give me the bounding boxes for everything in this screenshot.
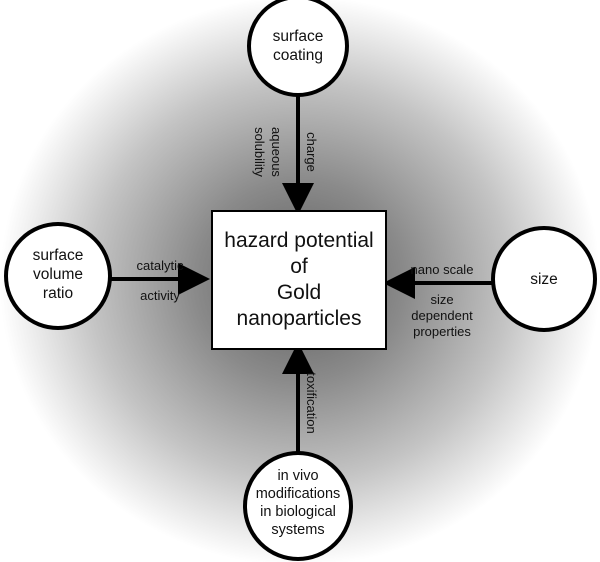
node-bottom <box>243 451 353 561</box>
edge-left-label-activity: activity <box>140 288 180 303</box>
edge-top-label-charge: charge <box>304 132 319 172</box>
center-label-line: nanoparticles <box>236 307 362 330</box>
edge-top-label-aqueous: aqueous <box>269 127 284 177</box>
center-label-line: hazard potential <box>224 229 374 252</box>
node-bottom-label-line: in biological <box>260 504 336 520</box>
node-top <box>247 0 349 97</box>
edge-top-label-solubility: solubility <box>252 127 267 177</box>
node-right-label: size <box>494 270 594 289</box>
node-top-label: surface coating <box>250 27 346 65</box>
center-label-line: of <box>290 255 308 278</box>
edge-left-label-catalytic: catalytic <box>136 258 184 273</box>
center-box <box>211 210 387 350</box>
node-top-label-line: coating <box>273 47 323 64</box>
node-bottom-label-line: systems <box>271 522 325 538</box>
node-left <box>4 222 112 330</box>
node-left-label: surface volume ratio <box>8 246 108 303</box>
node-bottom-label-line: modifications <box>255 486 341 502</box>
center-label-line: Gold <box>276 281 322 304</box>
center-label: hazard potential of Gold nanoparticles <box>212 228 386 332</box>
edge-right-label-dependent: dependent <box>411 308 473 323</box>
edge-right-label-properties: properties <box>413 324 471 339</box>
edge-bottom-label-toxification: toxification <box>304 372 319 434</box>
node-top-label-line: surface <box>272 28 324 45</box>
node-bottom-label-line: in vivo <box>277 468 319 484</box>
node-left-label-line: ratio <box>42 285 74 302</box>
node-left-label-line: surface <box>32 247 84 264</box>
node-right-label-line: size <box>530 271 558 288</box>
node-right <box>491 226 597 332</box>
edge-right-label-nano-scale: nano scale <box>410 262 474 277</box>
edge-right-label-size: size <box>430 292 454 307</box>
node-bottom-label: in vivo modifications in biological syst… <box>246 467 350 539</box>
node-left-label-line: volume <box>33 266 83 283</box>
